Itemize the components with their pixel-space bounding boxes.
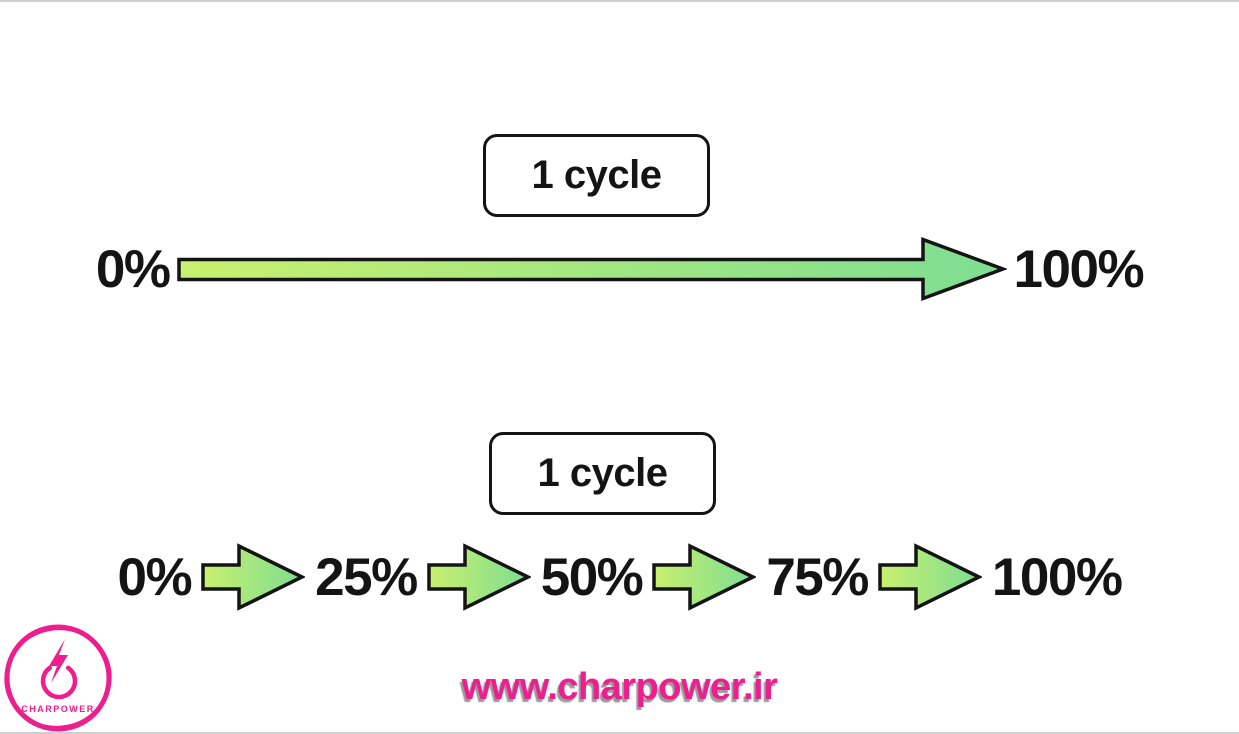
percent-label: 75%: [766, 547, 869, 607]
percent-label-end: 100%: [1013, 239, 1145, 299]
step-arrow-icon: [201, 543, 306, 611]
cycle-badge-label: 1 cycle: [537, 451, 668, 495]
website-watermark: www.charpower.ir: [461, 666, 778, 708]
power-bolt-icon: [40, 639, 78, 700]
cycle-badge: 1 cycle: [489, 432, 716, 515]
step-arrow-icon: [426, 543, 531, 611]
percent-label: 0%: [117, 547, 193, 607]
full-cycle-row: 0% 100%: [0, 236, 1239, 302]
percent-label: 100%: [991, 547, 1123, 607]
cycle-badge: 1 cycle: [483, 134, 710, 217]
full-cycle-arrow-icon: [176, 236, 1007, 302]
step-arrow-icon: [652, 543, 757, 611]
step-cycle-row: 0% 25%: [0, 543, 1239, 611]
percent-label: 50%: [540, 547, 644, 607]
percent-label: 25%: [315, 547, 418, 607]
cycle-badge-label: 1 cycle: [531, 153, 662, 197]
logo-brush-ring-icon: [4, 624, 112, 732]
percent-label-start: 0%: [95, 239, 171, 299]
step-arrow-icon: [878, 543, 982, 611]
logo-wordmark: CHARPOWER: [21, 704, 95, 714]
charpower-logo: CHARPOWER: [4, 624, 112, 732]
